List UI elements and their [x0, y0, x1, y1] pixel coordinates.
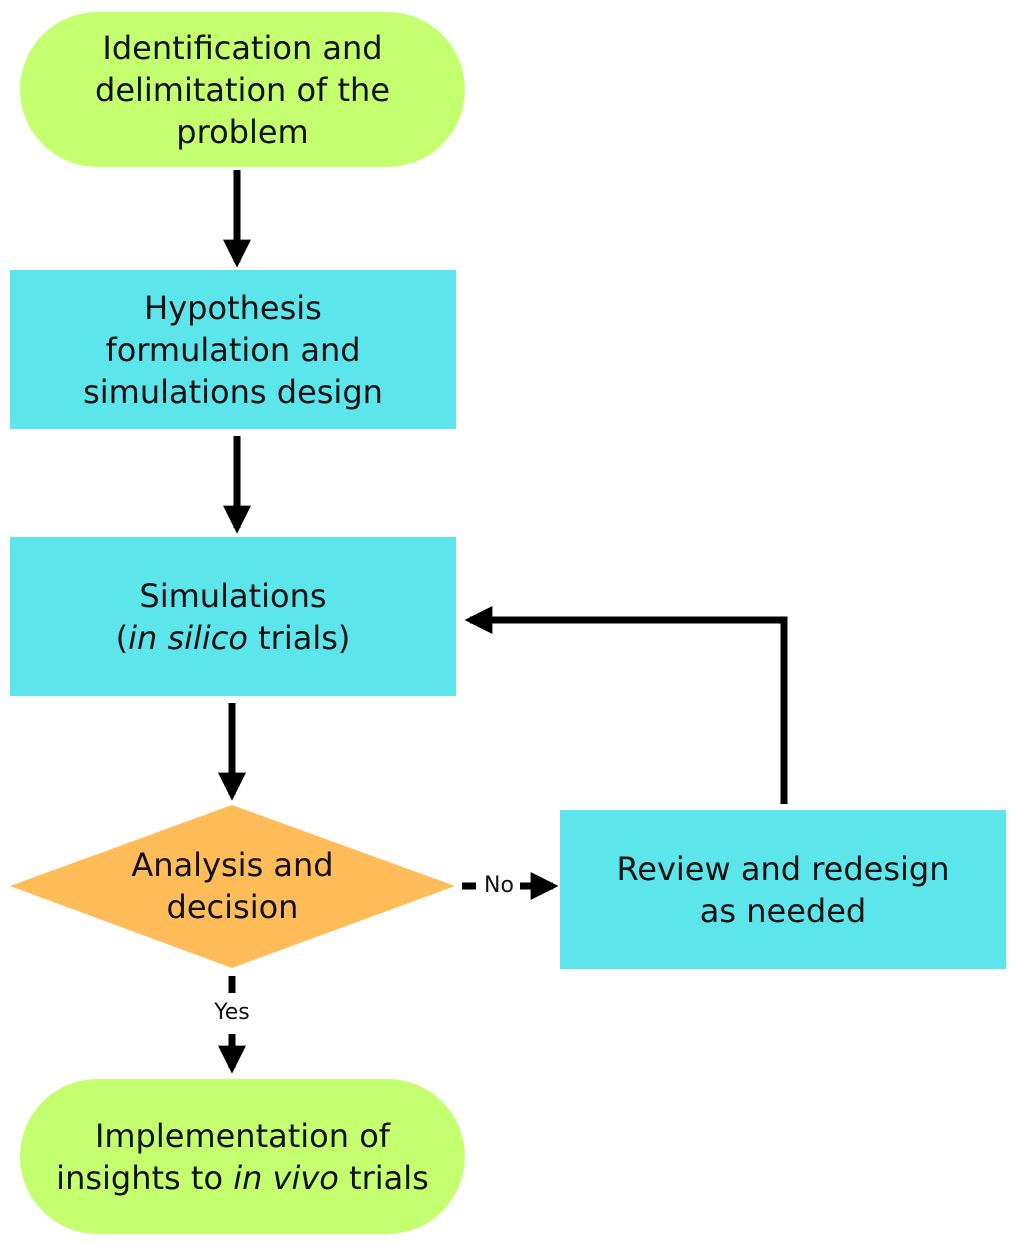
end-italic-term: in vivo: [233, 1158, 339, 1197]
simulations-node-line-2: (in silico trials): [116, 617, 351, 659]
start-node-line-2: delimitation of the: [95, 70, 390, 109]
review-node-line-2: as needed: [699, 891, 867, 930]
hypothesis-node-line-3: simulations design: [83, 372, 383, 411]
end-line-2-rest: trials: [338, 1158, 429, 1197]
simulations-node: Simulations (in silico trials): [10, 537, 456, 696]
hypothesis-node-line-1: Hypothesis: [144, 288, 322, 327]
review-node-line-1: Review and redesign: [616, 849, 950, 888]
simulations-open-paren: (: [115, 618, 129, 657]
hypothesis-node-line-2: formulation and: [105, 330, 361, 369]
simulations-italic-term: in silico: [128, 618, 248, 657]
start-node-line-3: problem: [176, 112, 309, 151]
end-node-line-2: insights to in vivo trials: [56, 1157, 429, 1199]
yes-edge-label: Yes: [207, 1001, 257, 1025]
no-edge-label: No: [480, 874, 518, 898]
decision-node-line-1: Analysis and: [131, 846, 334, 884]
decision-diamond: [10, 805, 455, 968]
decision-node: Analysis and decision: [60, 840, 405, 932]
start-node-line-1: Identification and: [102, 28, 383, 67]
start-node: Identification and delimitation of the p…: [20, 12, 465, 167]
hypothesis-node: Hypothesis formulation and simulations d…: [10, 270, 456, 429]
arrow-review-to-simulations: [464, 606, 788, 804]
decision-node-line-2: decision: [166, 888, 299, 926]
end-line-2-pre: insights to: [56, 1158, 234, 1197]
simulations-node-line-1: Simulations: [139, 576, 327, 615]
review-node: Review and redesign as needed: [560, 810, 1006, 969]
end-node-line-1: Implementation of: [94, 1116, 391, 1155]
end-node: Implementation of insights to in vivo tr…: [20, 1079, 465, 1234]
simulations-line-2-rest: trials): [247, 618, 351, 657]
